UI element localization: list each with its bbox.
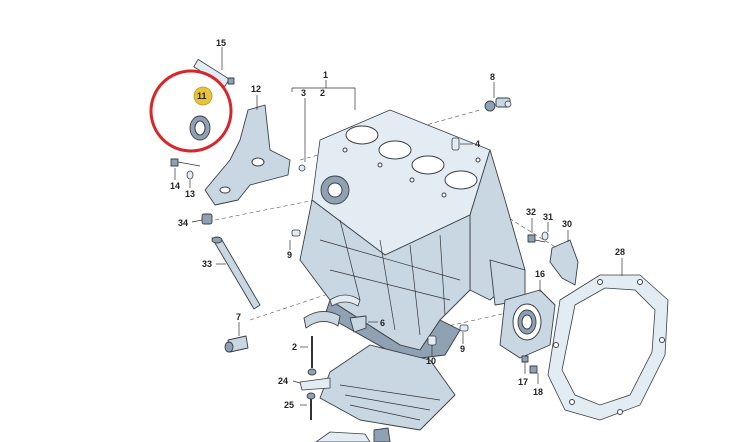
label-13: 13 <box>185 189 195 199</box>
rear-gasket <box>547 258 669 421</box>
lower-sump-part <box>315 427 391 442</box>
callout-labels: 1 3 2 8 4 15 11 12 14 13 34 33 9 7 6 2 1… <box>170 38 625 410</box>
bolt-14 <box>170 158 201 180</box>
dowel-4 <box>451 137 473 151</box>
label-30: 30 <box>562 219 572 229</box>
bolt-32 <box>527 218 546 243</box>
label-16: 16 <box>535 269 545 279</box>
oil-jet-6 <box>349 315 378 333</box>
leader-bracket-1-2 <box>291 80 356 110</box>
label-34: 34 <box>178 218 188 228</box>
sender-8 <box>484 82 512 112</box>
seal-ring <box>189 115 211 141</box>
label-18: 18 <box>533 387 543 397</box>
part-11-badge <box>193 86 213 106</box>
bearing-shell-upper <box>329 294 361 307</box>
label-14: 14 <box>170 181 180 191</box>
label-12: 12 <box>251 84 261 94</box>
label-17: 17 <box>518 377 528 387</box>
dowel-10 <box>427 335 437 356</box>
label-33: 33 <box>202 259 212 269</box>
label-6: 6 <box>380 318 385 328</box>
oil-seal-flange <box>499 280 556 359</box>
label-9-left: 9 <box>287 250 292 260</box>
bearing-shell-lower <box>303 311 341 329</box>
engine-bracket <box>204 95 291 206</box>
label-7: 7 <box>236 312 241 322</box>
label-25: 25 <box>284 400 294 410</box>
cylinder-bore-3 <box>411 155 445 175</box>
dowel-9-left <box>289 229 301 250</box>
label-8: 8 <box>490 72 495 82</box>
bolt-17 <box>521 355 529 374</box>
cover-30 <box>549 230 579 286</box>
washer-13 <box>186 170 194 188</box>
cylinder-bore-4 <box>444 170 478 190</box>
dowel-9-right <box>459 324 469 344</box>
label-1: 1 <box>323 70 328 80</box>
label-15: 15 <box>216 38 226 48</box>
washer-31 <box>541 222 549 241</box>
label-4: 4 <box>475 139 480 149</box>
label-24: 24 <box>278 376 288 386</box>
oil-baffle <box>292 344 456 431</box>
label-2: 2 <box>320 88 325 98</box>
fitting-7 <box>224 322 249 353</box>
cylinder-bore-2 <box>378 140 412 160</box>
dipstick-tube-33 <box>211 236 261 310</box>
highlight-circle <box>149 69 233 153</box>
label-31: 31 <box>543 212 553 222</box>
cylinder-bore-1 <box>345 125 379 145</box>
sender-34 <box>191 213 213 225</box>
sealant-tube <box>193 47 235 87</box>
bolt-2 <box>300 336 317 376</box>
bolt-25 <box>300 392 316 420</box>
label-9-right: 9 <box>460 344 465 354</box>
bolt-18 <box>529 365 539 384</box>
label-3: 3 <box>301 88 306 98</box>
label-28: 28 <box>615 247 625 257</box>
label-2-lower: 2 <box>292 342 297 352</box>
label-11: 11 <box>197 91 207 101</box>
plug-3 <box>298 98 306 172</box>
label-10: 10 <box>426 356 436 366</box>
cylinder-block <box>299 109 526 361</box>
label-32: 32 <box>526 207 536 217</box>
